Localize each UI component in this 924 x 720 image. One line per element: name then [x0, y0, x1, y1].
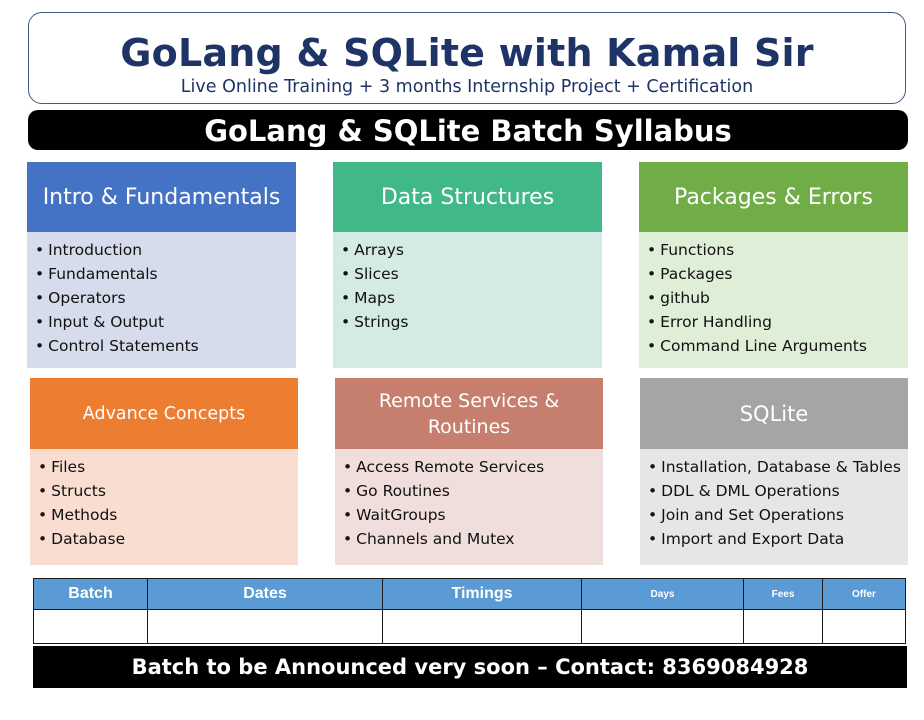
- topic-item: Methods: [38, 503, 298, 527]
- topic-item: Import and Export Data: [648, 527, 908, 551]
- topic-item: Fundamentals: [35, 262, 296, 286]
- module-card-packages-errors: Packages & Errors Functions Packages git…: [639, 162, 908, 368]
- cell-timings: [382, 609, 582, 644]
- topic-item: Control Statements: [35, 334, 296, 358]
- module-card-intro-fundamentals: Intro & Fundamentals Introduction Fundam…: [27, 162, 296, 368]
- topic-item: DDL & DML Operations: [648, 479, 908, 503]
- cell-days: [581, 609, 744, 644]
- module-title: Intro & Fundamentals: [27, 162, 296, 232]
- module-topics: Installation, Database & Tables DDL & DM…: [640, 449, 908, 565]
- topic-item: Channels and Mutex: [343, 527, 603, 551]
- topic-item: Join and Set Operations: [648, 503, 908, 527]
- topic-item: Input & Output: [35, 310, 296, 334]
- column-header-fees: Fees: [743, 578, 823, 610]
- topic-item: Arrays: [341, 238, 602, 262]
- module-topics: Access Remote Services Go Routines WaitG…: [335, 449, 603, 565]
- syllabus-title-bar: GoLang & SQLite Batch Syllabus: [28, 110, 908, 150]
- topic-item: WaitGroups: [343, 503, 603, 527]
- topic-item: Operators: [35, 286, 296, 310]
- table-row: [33, 609, 906, 644]
- module-topics: Arrays Slices Maps Strings: [333, 232, 602, 368]
- module-card-advance-concepts: Advance Concepts Files Structs Methods D…: [30, 378, 298, 565]
- module-topics: Introduction Fundamentals Operators Inpu…: [27, 232, 296, 368]
- topic-item: Files: [38, 455, 298, 479]
- topic-item: Command Line Arguments: [647, 334, 908, 358]
- topic-item: Maps: [341, 286, 602, 310]
- table-header-row: Batch Dates Timings Days Fees Offer: [33, 578, 906, 610]
- module-topics: Files Structs Methods Database: [30, 449, 298, 565]
- module-title: Packages & Errors: [639, 162, 908, 232]
- module-title: Remote Services & Routines: [335, 378, 603, 449]
- topic-item: Structs: [38, 479, 298, 503]
- column-header-offer: Offer: [822, 578, 906, 610]
- cell-offer: [822, 609, 906, 644]
- module-card-remote-services-routines: Remote Services & Routines Access Remote…: [335, 378, 603, 565]
- batch-schedule-table: Batch Dates Timings Days Fees Offer: [33, 578, 906, 644]
- topic-item: github: [647, 286, 908, 310]
- module-title: Advance Concepts: [30, 378, 298, 449]
- module-card-data-structures: Data Structures Arrays Slices Maps Strin…: [333, 162, 602, 368]
- cell-fees: [743, 609, 823, 644]
- contact-footer: Batch to be Announced very soon – Contac…: [33, 646, 907, 688]
- topic-item: Strings: [341, 310, 602, 334]
- column-header-dates: Dates: [147, 578, 383, 610]
- topic-item: Functions: [647, 238, 908, 262]
- page-subtitle: Live Online Training + 3 months Internsh…: [180, 77, 754, 97]
- topic-item: Packages: [647, 262, 908, 286]
- page-title: GoLang & SQLite with Kamal Sir: [120, 31, 814, 75]
- column-header-batch: Batch: [33, 578, 148, 610]
- module-title: SQLite: [640, 378, 908, 449]
- module-card-sqlite: SQLite Installation, Database & Tables D…: [640, 378, 908, 565]
- topic-item: Database: [38, 527, 298, 551]
- topic-item: Installation, Database & Tables: [648, 455, 908, 479]
- cell-batch: [33, 609, 148, 644]
- column-header-days: Days: [581, 578, 744, 610]
- module-topics: Functions Packages github Error Handling…: [639, 232, 908, 368]
- topic-item: Introduction: [35, 238, 296, 262]
- topic-item: Go Routines: [343, 479, 603, 503]
- topic-item: Error Handling: [647, 310, 908, 334]
- header-box: GoLang & SQLite with Kamal Sir Live Onli…: [28, 12, 906, 104]
- topic-item: Slices: [341, 262, 602, 286]
- cell-dates: [147, 609, 383, 644]
- column-header-timings: Timings: [382, 578, 582, 610]
- module-title: Data Structures: [333, 162, 602, 232]
- topic-item: Access Remote Services: [343, 455, 603, 479]
